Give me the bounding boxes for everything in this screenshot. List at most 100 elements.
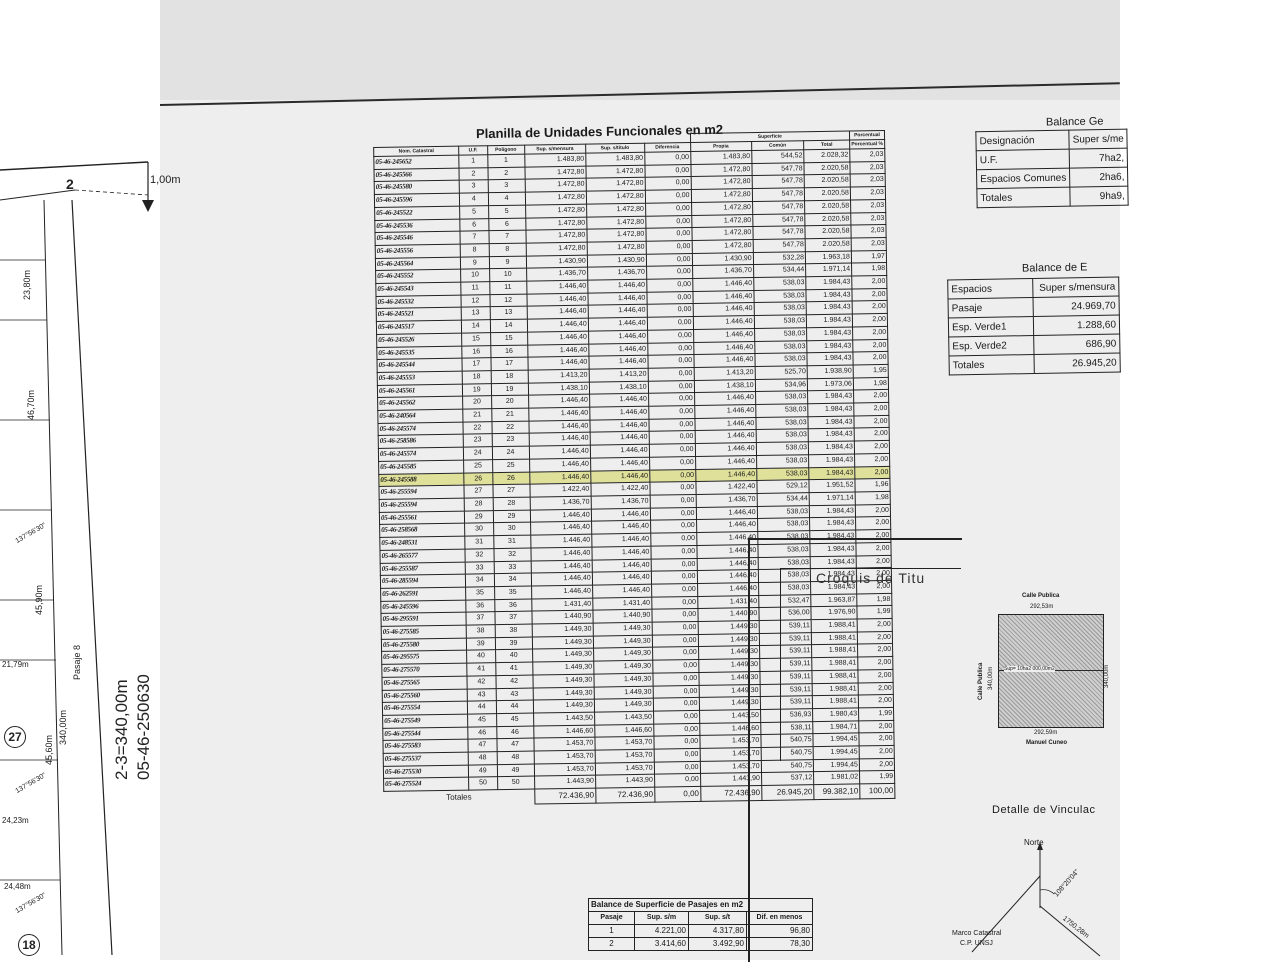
- table-cell: 1.446,40: [692, 315, 755, 330]
- table-cell: 0,00: [653, 735, 700, 750]
- vinculacion-diagram: [971, 842, 1101, 957]
- table-cell: 1.984,43: [806, 326, 853, 341]
- table-cell: Totales: [976, 187, 1071, 208]
- table-cell: 2,00: [853, 389, 889, 404]
- table-cell: 0,00: [652, 672, 699, 686]
- table-cell: 1.446,40: [530, 559, 593, 574]
- table-cell: 1.951,52: [809, 479, 856, 493]
- table-cell: 33: [493, 560, 531, 574]
- table-cell: 1.443,90: [534, 775, 596, 790]
- table-cell: 29: [464, 510, 494, 524]
- table-cell: 1.446,40: [588, 355, 648, 370]
- table-cell: 1.446,40: [590, 457, 650, 471]
- table-cell: 6: [459, 218, 489, 232]
- table-cell: 1.472,80: [586, 228, 646, 243]
- table-cell: 31: [464, 535, 494, 549]
- table-cell: 2,00: [852, 351, 889, 365]
- table-cell: 1.453,70: [533, 762, 596, 777]
- table-cell: 1.446,40: [587, 304, 648, 319]
- table-cell: 1.422,40: [695, 480, 757, 495]
- table-cell: 1.472,80: [690, 163, 752, 177]
- table-cell: Designación: [975, 130, 1070, 151]
- table-cell: 1.449,30: [593, 685, 654, 700]
- table-cell: 5: [459, 205, 489, 219]
- table-cell: 1.453,70: [594, 749, 655, 763]
- table-cell: 547,78: [751, 175, 805, 189]
- table-cell: 1: [588, 924, 635, 938]
- table-cell: 1,98: [853, 377, 889, 391]
- pasaje-label: Pasaje 8: [72, 644, 82, 680]
- table-cell: 1.984,43: [808, 415, 855, 430]
- table-cell: 1.430,90: [587, 253, 647, 268]
- table-cell: 23: [463, 434, 492, 448]
- croquis-bottom-dim: 292,59m: [1034, 730, 1058, 736]
- table-cell: 1.446,60: [594, 723, 654, 738]
- croquis-left-street: Calle Publica: [978, 662, 984, 700]
- table-cell: 538,03: [753, 289, 807, 303]
- table-cell: 1.446,40: [526, 280, 588, 294]
- table-cell: 96,80: [745, 924, 814, 938]
- pasajes-table-title: Balance de Superficie de Pasajes en m2: [587, 898, 814, 912]
- survey-lines: [0, 161, 154, 956]
- table-cell: 0,00: [648, 392, 695, 407]
- table-cell: 1.973,06: [807, 377, 854, 392]
- table-cell: 1.483,80: [524, 153, 586, 167]
- table-cell: 1.446,60: [533, 724, 595, 739]
- table-cell: 0,00: [647, 329, 694, 343]
- plan-sheet: [160, 0, 1120, 960]
- table-cell: 1.438,10: [527, 381, 590, 396]
- table-cell: Esp. Verde2: [948, 335, 1034, 356]
- croquis-frame: [748, 538, 962, 962]
- table-cell: 26: [492, 471, 530, 485]
- table-cell: 1.446,40: [530, 546, 592, 561]
- table-cell: 2,03: [849, 148, 885, 162]
- table-cell: 0,00: [646, 278, 693, 292]
- table-cell: 0,00: [645, 227, 692, 242]
- table-cell: 0,00: [651, 570, 698, 585]
- table-cell: 23: [491, 433, 529, 447]
- table-cell: 1.984,43: [806, 314, 853, 328]
- table-cell: 2,00: [854, 453, 890, 467]
- table-cell: 0,00: [647, 342, 694, 356]
- table-cell: Super s/mensura: [1032, 277, 1119, 298]
- table-cell: 29: [492, 509, 531, 524]
- survey-dim-6: 24,48m: [4, 882, 31, 891]
- table-cell: 2,00: [853, 402, 889, 416]
- table-cell: 0,00: [653, 697, 700, 712]
- survey-dim-1: 23,80m: [22, 269, 32, 300]
- table-cell: 1.984,43: [807, 403, 854, 417]
- table-cell: 1.446,40: [692, 302, 755, 317]
- table-cell: 538,03: [754, 314, 807, 329]
- survey-corner-label: 2: [66, 176, 74, 192]
- table-cell: 1.446,40: [529, 458, 591, 472]
- table-cell: 538,03: [755, 416, 809, 430]
- table-cell: 0,00: [644, 164, 691, 178]
- table-cell: 12: [489, 293, 527, 308]
- table-cell: 1.413,20: [527, 369, 590, 383]
- table-cell: 1.413,20: [693, 366, 756, 381]
- table-cell: 30: [493, 522, 531, 536]
- table-cell: 78,30: [745, 937, 814, 951]
- table-cell: 1.446,40: [588, 317, 648, 331]
- table-cell: 538,03: [755, 429, 809, 443]
- table-cell: 1.984,43: [808, 453, 855, 468]
- table-cell: 25: [463, 459, 493, 473]
- table-cell: 0,00: [646, 303, 693, 318]
- table-cell: 544,52: [751, 149, 805, 164]
- table-cell: 0,00: [651, 596, 698, 610]
- table-cell: 538,03: [757, 505, 810, 519]
- totals-cell: 72.436,90: [595, 787, 655, 804]
- table-cell: 1.446,40: [589, 393, 649, 408]
- table-cell: 3: [459, 180, 488, 194]
- table-cell: 4: [459, 192, 489, 206]
- table-cell: 1.472,80: [586, 241, 647, 255]
- table-cell: 1.446,40: [591, 507, 651, 522]
- table-cell: Esp. Verde1: [948, 316, 1034, 337]
- survey-top-dim: 1,00m: [150, 174, 181, 186]
- table-cell: 19: [490, 382, 529, 397]
- table-cell: 1,96: [854, 478, 891, 492]
- table-cell: 1.438,10: [693, 379, 756, 393]
- table-cell: 1.984,43: [807, 390, 854, 404]
